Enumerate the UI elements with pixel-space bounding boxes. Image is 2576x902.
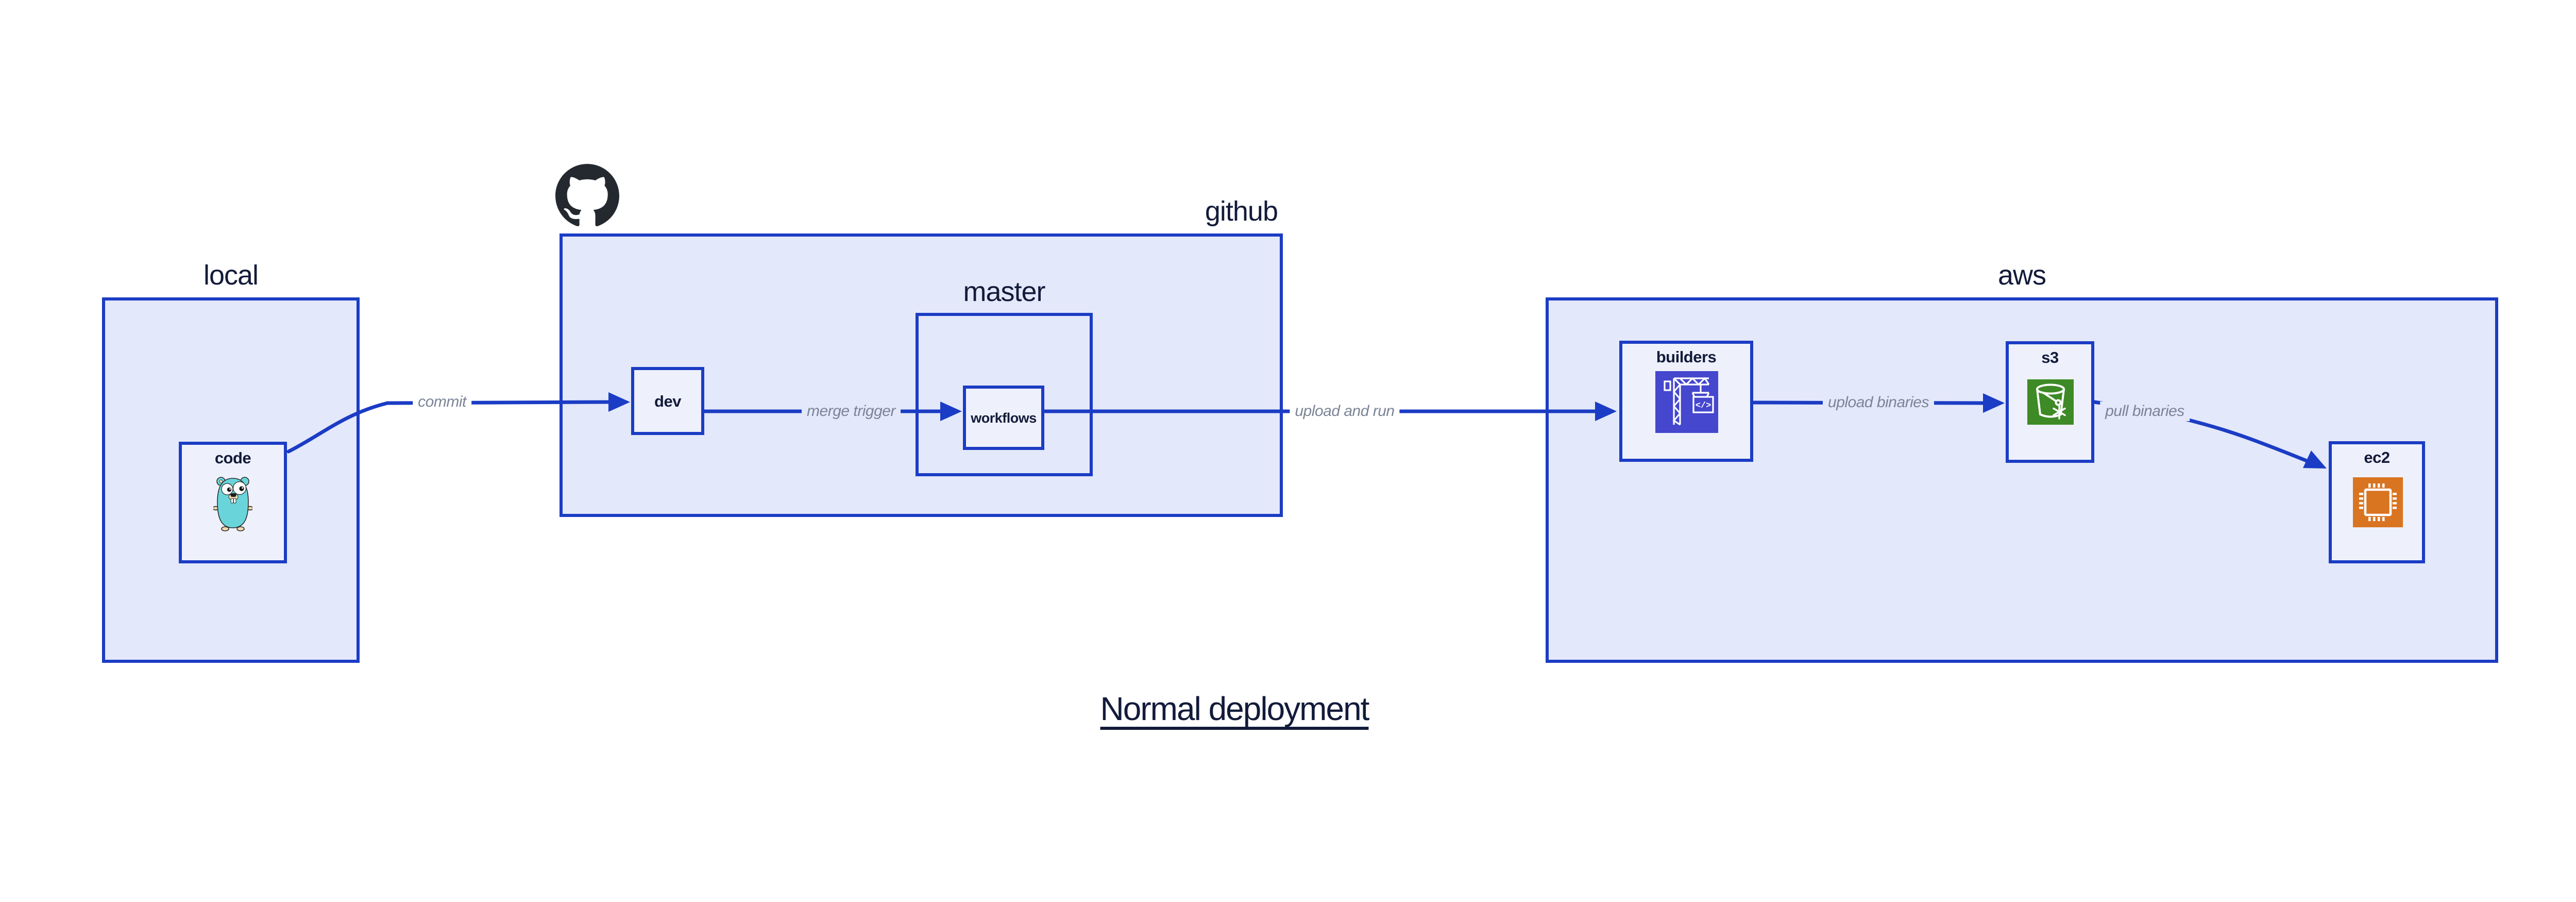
edge-label-merge-trigger: merge trigger — [802, 402, 901, 421]
codebuild-icon-code-glyph: </> — [1696, 401, 1711, 411]
ec2-node-label: ec2 — [2364, 448, 2390, 466]
local-group-label: local — [203, 260, 259, 291]
dev-node-label: dev — [654, 392, 681, 410]
arrowhead-upload-binaries — [1983, 393, 2005, 413]
aws-group-label: aws — [1997, 260, 2046, 291]
edge-label-commit: commit — [413, 392, 471, 412]
code-node-label: code — [214, 449, 251, 467]
edge-label-upload-and-run: upload and run — [1290, 402, 1400, 421]
workflows-node-box — [963, 386, 1044, 450]
master-group-label: master — [963, 276, 1045, 307]
s3-bucket-snowflake-icon — [2027, 379, 2074, 425]
go-gopher-icon — [213, 477, 252, 531]
arrowhead-commit — [608, 392, 630, 412]
arrowhead-merge-trigger — [940, 402, 962, 421]
github-group-label: github — [1205, 196, 1278, 227]
workflows-node-label: workflows — [971, 410, 1037, 426]
dev-node-box — [631, 367, 704, 435]
arrow-commit — [286, 400, 611, 454]
diagram-title: Normal deployment — [1100, 690, 1370, 727]
ec2-chip-icon — [2353, 477, 2403, 527]
edge-label-pull-binaries: pull binaries — [2100, 402, 2190, 421]
arrowhead-pull-binaries — [2303, 450, 2327, 469]
s3-node-label: s3 — [2041, 348, 2059, 366]
builders-node-label: builders — [1656, 348, 1717, 366]
arrowhead-upload-and-run — [1595, 402, 1617, 421]
edge-label-upload-binaries: upload binaries — [1823, 393, 1934, 412]
codebuild-crane-icon: </> — [1655, 371, 1718, 433]
github-octocat-logo — [555, 164, 619, 226]
